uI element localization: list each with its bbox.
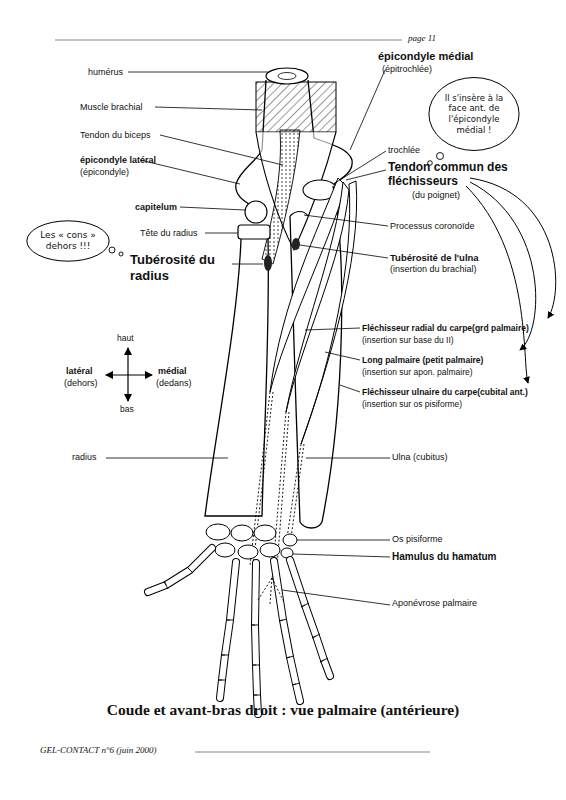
- part-label: épicondyle médial: [378, 50, 473, 63]
- header-rule: [55, 40, 402, 41]
- part-label: Muscle brachial: [80, 102, 143, 113]
- finger-outline: [290, 560, 330, 676]
- leader-line: [106, 70, 390, 605]
- palmar-aponeurosis: [258, 578, 284, 604]
- flexor-tendon: [287, 444, 304, 538]
- carpal-bone: [231, 525, 253, 541]
- thought-bubble: Il s'insère à la face ant. de l'épicondy…: [428, 76, 520, 152]
- bubble-text-box: Les « cons » dehors !!!: [26, 220, 110, 262]
- finger-bones: [148, 548, 330, 714]
- finger-joints: [164, 567, 328, 695]
- footer-rule: [195, 752, 430, 753]
- finger-fill: [255, 563, 258, 714]
- bubble-text: Il s'insère à la face ant. de l'épicondy…: [440, 93, 508, 136]
- page-number: page 11: [408, 33, 436, 44]
- part-label: radius: [72, 452, 97, 463]
- direction-label: haut: [117, 333, 134, 343]
- part-label: Tubérosité de l'ulna: [390, 252, 479, 263]
- figure-caption: Coude et avant-bras droit : vue palmaire…: [0, 701, 566, 720]
- muscle-label: Long palmaire (petit palmaire): [362, 355, 483, 365]
- muscle-label: Fléchisseur ulnaire du carpe(cubital ant…: [362, 387, 528, 397]
- part-label: Os pisiforme: [392, 534, 443, 545]
- bubble-tail: [437, 153, 444, 160]
- ulnar-tuberosity: [292, 238, 300, 250]
- carpal-bones: [206, 524, 297, 559]
- brachial-cut: [256, 82, 336, 132]
- muscle-note: (insertion sur os pisiforme): [362, 399, 462, 409]
- part-label: capitelum: [135, 202, 177, 213]
- direction-note: (dehors): [64, 378, 98, 389]
- muscle-note: (insertion sur apon. palmaire): [362, 367, 473, 377]
- bubble-outline: [27, 221, 109, 261]
- direction-label: latéral: [66, 366, 93, 377]
- humerus-section: [278, 73, 296, 80]
- bubble-tail: [119, 252, 123, 256]
- finger-fill: [290, 560, 330, 676]
- carpal-bone: [215, 543, 235, 557]
- carpal-bone: [206, 524, 230, 540]
- carpal-bone: [254, 525, 276, 541]
- compass-arrow: [106, 374, 152, 375]
- finger-outline: [148, 548, 212, 592]
- pisiform-bone: [283, 534, 297, 546]
- finger-fill: [148, 548, 212, 592]
- bubble-text-box: Il s'insère à la face ant. de l'épicondy…: [428, 76, 520, 152]
- part-note: (épicondyle): [80, 167, 129, 178]
- footer-text: GEL-CONTACT n°6 (juin 2000): [40, 745, 157, 756]
- finger-fill: [220, 562, 236, 698]
- part-label: Tendon commun des fléchisseurs: [388, 160, 510, 189]
- part-label: Aponévrose palmaire: [392, 598, 477, 609]
- part-note: (du poignet): [412, 190, 460, 201]
- bubble-outline: [429, 78, 519, 151]
- part-label: trochlée: [388, 145, 420, 156]
- part-label: Tubérosité du radius: [130, 252, 235, 283]
- pointer-arrow: [466, 186, 528, 383]
- carpal-bone: [238, 545, 258, 559]
- capitelum-shape: [245, 201, 267, 223]
- part-label: Tête du radius: [140, 228, 198, 239]
- finger-fill: [148, 548, 330, 714]
- finger-outline: [220, 562, 236, 698]
- muscle-label: Fléchisseur radial du carpe(grd palmaire…: [362, 323, 529, 333]
- direction-label: médial: [158, 366, 187, 377]
- direction-note: (dedans): [156, 378, 192, 389]
- part-note: (insertion du brachial): [390, 264, 477, 275]
- pointer-arrow: [470, 178, 556, 318]
- part-label: Hamulus du hamatum: [392, 551, 496, 563]
- direction-label: bas: [120, 404, 134, 414]
- part-label: Tendon du biceps: [80, 130, 151, 141]
- carpal-bone: [260, 543, 280, 557]
- humerus-section: [266, 68, 308, 84]
- part-label: humérus: [88, 67, 123, 78]
- muscle-note: (insertion sur base du II): [362, 335, 454, 345]
- bubble-tail: [109, 247, 115, 253]
- thought-bubble: Les « cons » dehors !!!: [26, 220, 110, 262]
- radial-tuberosity: [264, 255, 272, 271]
- part-label: Ulna (cubitus): [392, 452, 448, 463]
- radius-bone: [205, 239, 268, 516]
- bubble-text: Les « cons » dehors !!!: [38, 230, 98, 253]
- part-note: (épitrochlée): [382, 64, 432, 75]
- radius-head: [238, 225, 270, 239]
- finger-outline: [255, 563, 258, 714]
- flexor-muscle: [270, 178, 346, 392]
- part-label: épicondyle latéral: [80, 155, 156, 166]
- part-label: Processus coronoïde: [390, 221, 475, 232]
